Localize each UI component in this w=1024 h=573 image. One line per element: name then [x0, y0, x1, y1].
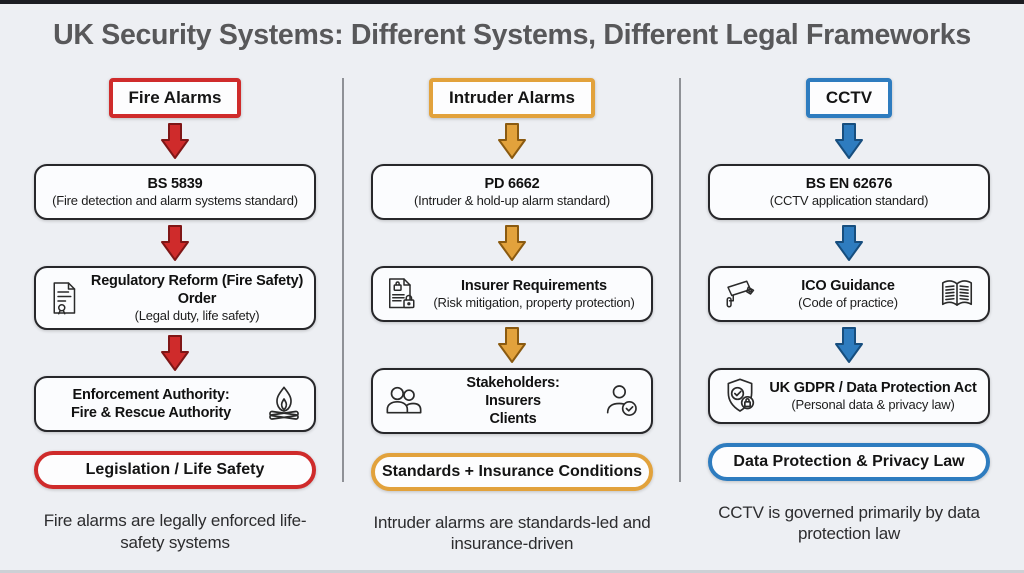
column-divider	[679, 78, 681, 482]
intruder-outcome-line1: Stakeholders:	[466, 374, 560, 391]
cctv-caption: CCTV is governed primarily by data prote…	[718, 502, 980, 544]
cctv-regulation-subtitle: (Code of practice)	[798, 294, 898, 310]
campfire-icon	[269, 386, 299, 421]
down-arrow-icon	[498, 224, 526, 261]
column-cctv: CCTV BS EN 62676 (CCTV application stand…	[708, 78, 990, 555]
intruder-standard-subtitle: (Intruder & hold-up alarm standard)	[413, 192, 611, 208]
intruder-regulation-box: Insurer Requirements (Risk mitigation, p…	[371, 265, 653, 322]
intruder-summary-pill: Standards + Insurance Conditions	[371, 453, 653, 492]
cctv-outcome-box: UK GDPR / Data Protection Act (Personal …	[708, 367, 990, 424]
fire-regulation-title: Regulatory Reform (Fire Safety) Order	[90, 272, 304, 307]
fire-outcome-line2: Fire & Rescue Authority	[70, 405, 232, 422]
cctv-header-box: CCTV	[805, 78, 893, 118]
intruder-caption: Intruder alarms are standards-led and in…	[373, 513, 651, 554]
fire-alarms-header-label: Fire Alarms	[128, 88, 222, 107]
fire-alarms-header-box: Fire Alarms	[108, 78, 242, 118]
cctv-summary-pill: Data Protection & Privacy Law	[708, 442, 990, 481]
intruder-outcome-box: Stakeholders: Insurers Clients	[371, 367, 653, 435]
intruder-outcome-line3: Clients	[489, 411, 537, 428]
page-title: UK Security Systems: Different Systems, …	[53, 19, 971, 51]
cctv-camera-icon	[726, 280, 755, 308]
columns-row: Fire Alarms BS 5839 (Fire detection and …	[0, 78, 1024, 555]
intruder-regulation-subtitle: (Risk mitigation, property protection)	[433, 294, 635, 310]
document-seal-icon	[53, 282, 76, 315]
fire-outcome-box: Enforcement Authority: Fire & Rescue Aut…	[34, 376, 316, 433]
column-fire-alarms: Fire Alarms BS 5839 (Fire detection and …	[34, 78, 316, 555]
fire-regulation-subtitle: (Legal duty, life safety)	[134, 308, 260, 324]
fire-summary-label: Legislation / Life Safety	[85, 461, 265, 479]
fire-regulation-box: Regulatory Reform (Fire Safety) Order (L…	[34, 265, 316, 331]
fire-caption: Fire alarms are legally enforced life-sa…	[43, 511, 307, 552]
fire-standard-title: BS 5839	[147, 175, 203, 192]
fire-standard-subtitle: (Fire detection and alarm systems standa…	[52, 192, 298, 208]
cctv-header-label: CCTV	[825, 88, 873, 107]
column-divider	[342, 78, 344, 482]
down-arrow-icon	[835, 122, 863, 159]
intruder-alarms-header-box: Intruder Alarms	[429, 78, 595, 118]
fire-summary-pill: Legislation / Life Safety	[34, 451, 316, 490]
cctv-standard-title: BS EN 62676	[805, 175, 893, 192]
down-arrow-icon	[498, 122, 526, 159]
down-arrow-icon	[835, 224, 863, 261]
intruder-regulation-title: Insurer Requirements	[461, 277, 607, 294]
cctv-standard-subtitle: (CCTV application standard)	[769, 192, 929, 208]
intruder-standard-box: PD 6662 (Intruder & hold-up alarm standa…	[371, 163, 653, 220]
down-arrow-icon	[161, 335, 189, 372]
fire-standard-box: BS 5839 (Fire detection and alarm system…	[34, 163, 316, 220]
down-arrow-icon	[161, 122, 189, 159]
intruder-standard-title: PD 6662	[484, 175, 540, 192]
down-arrow-icon	[835, 326, 863, 363]
down-arrow-icon	[161, 224, 189, 261]
cctv-summary-label: Data Protection & Privacy Law	[733, 452, 965, 470]
open-book-icon	[941, 279, 973, 306]
cctv-regulation-box: ICO Guidance (Code of practice)	[708, 265, 990, 322]
intruder-outcome-line2: Insurers	[485, 392, 541, 409]
people-icon	[386, 386, 422, 414]
fire-outcome-line1: Enforcement Authority:	[72, 387, 230, 404]
document-locks-icon	[389, 278, 415, 309]
cctv-standard-box: BS EN 62676 (CCTV application standard)	[708, 163, 990, 220]
person-check-icon	[606, 385, 637, 416]
down-arrow-icon	[498, 326, 526, 363]
column-intruder-alarms: Intruder Alarms PD 6662 (Intruder & hold…	[371, 78, 653, 555]
shield-lock-icon	[727, 378, 755, 412]
cctv-regulation-title: ICO Guidance	[801, 277, 895, 294]
intruder-alarms-header-label: Intruder Alarms	[449, 88, 575, 107]
cctv-outcome-line1: UK GDPR / Data Protection Act	[769, 379, 977, 396]
cctv-outcome-line2: (Personal data & privacy law)	[791, 396, 955, 412]
intruder-summary-label: Standards + Insurance Conditions	[381, 463, 643, 481]
